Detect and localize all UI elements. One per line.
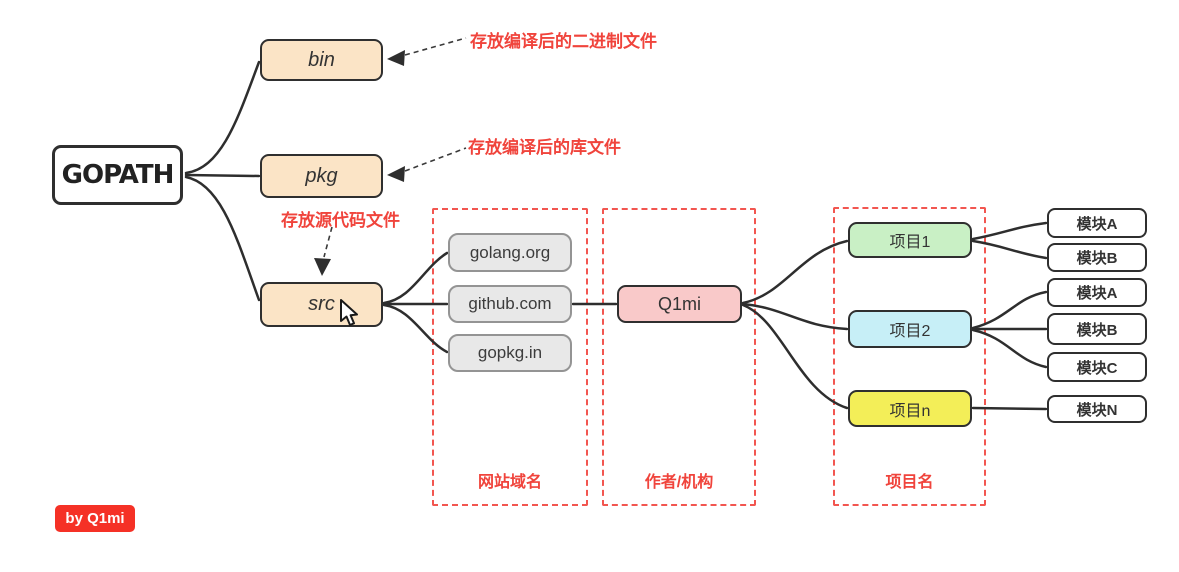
edge-projn-modn <box>971 406 1048 411</box>
edge-proj2-modc <box>971 328 1048 369</box>
group-label-domains: 网站域名 <box>477 474 542 491</box>
arrow-line-pkg <box>404 147 467 172</box>
edge-q1mi-proj2 <box>741 302 849 331</box>
edge-proj1-moda <box>971 221 1048 241</box>
annotation-src: 存放源代码文件 <box>281 211 400 230</box>
edge-gopath-bin <box>184 60 261 175</box>
edge-q1mi-projn <box>741 303 849 410</box>
node-module-a-of-project2: 模块A <box>1047 278 1147 307</box>
node-project-2: 项目2 <box>848 310 972 348</box>
node-module-c-of-project2: 模块C <box>1047 352 1147 382</box>
arrow-line-src <box>323 226 333 258</box>
node-module-n-of-projectn: 模块N <box>1047 395 1147 423</box>
edge-gopath-pkg <box>184 173 261 178</box>
mouse-cursor-icon <box>340 299 358 326</box>
edge-gopath-src <box>184 175 261 302</box>
group-label-author: 作者/机构 <box>644 474 714 491</box>
group-box-domains <box>432 208 588 506</box>
node-author-q1mi: Q1mi <box>617 285 742 323</box>
node-module-b-of-project1: 模块B <box>1047 243 1147 272</box>
arrowhead-bin <box>387 50 405 66</box>
annotation-pkg: 存放编译后的库文件 <box>468 138 621 157</box>
edge-proj2-moda <box>971 290 1048 330</box>
node-bin: bin <box>260 39 383 81</box>
node-module-a-of-project1: 模块A <box>1047 208 1147 238</box>
arrow-line-bin <box>404 37 467 56</box>
node-gopath: GOPATH <box>52 145 183 205</box>
group-box-author <box>602 208 756 506</box>
arrowhead-src <box>314 258 331 276</box>
node-module-b-of-project2: 模块B <box>1047 313 1147 345</box>
node-src: src <box>260 282 383 327</box>
node-project-1: 项目1 <box>848 222 972 258</box>
arrowhead-pkg <box>387 166 405 182</box>
node-github-com: github.com <box>448 285 572 323</box>
node-gopkg-in: gopkg.in <box>448 334 572 372</box>
node-project-n: 项目n <box>848 390 972 427</box>
edge-src-gopkg <box>382 303 449 354</box>
node-pkg: pkg <box>260 154 383 198</box>
edge-proj1-modb <box>971 239 1048 260</box>
edge-q1mi-proj1 <box>741 239 849 305</box>
group-box-projects <box>833 207 986 506</box>
annotation-bin: 存放编译后的二进制文件 <box>470 32 657 51</box>
author-badge: by Q1mi <box>55 505 135 532</box>
group-label-projects: 项目名 <box>885 474 934 491</box>
node-golang-org: golang.org <box>448 233 572 272</box>
edge-src-golang <box>382 251 449 305</box>
